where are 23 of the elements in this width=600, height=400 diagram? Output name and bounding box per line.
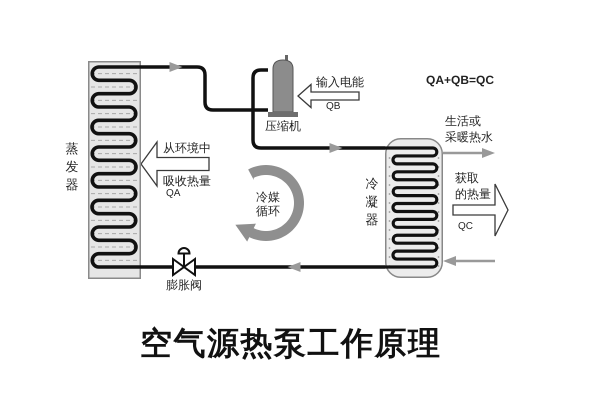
pipe	[196, 262, 385, 272]
block-arrow	[140, 140, 210, 188]
equation: QA+QB=QC	[426, 73, 494, 87]
title: 空气源热泵工作原理	[140, 324, 442, 362]
block-arrow	[452, 183, 509, 237]
pipe	[141, 62, 268, 112]
pipe	[141, 265, 172, 269]
symbol-label: QA	[166, 188, 180, 200]
component-label: 蒸发器	[65, 141, 79, 195]
symbol-label: QC	[458, 221, 473, 233]
symbol-label: QB	[326, 101, 340, 113]
component-label: 膨胀阀	[165, 278, 203, 292]
annotation: 吸收热量	[163, 174, 211, 188]
edge-label: 生活或采暖热水	[445, 113, 494, 145]
annotation: 获取的热量	[455, 170, 492, 202]
pipe	[251, 68, 385, 153]
annotation: 冷媒循环	[256, 190, 281, 218]
component-label: 压缩机	[264, 119, 302, 133]
arrow	[443, 256, 495, 266]
annotation: 从环境中	[163, 141, 211, 155]
arrow	[443, 148, 495, 158]
component-label: 冷凝器	[365, 176, 379, 230]
block-arrow	[297, 83, 360, 109]
